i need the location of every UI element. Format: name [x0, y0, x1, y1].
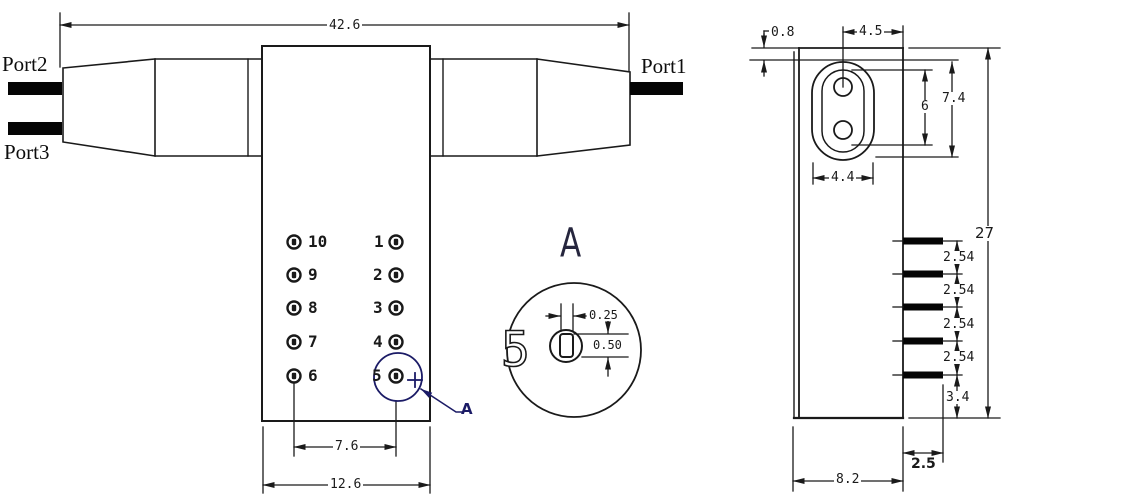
right-boot: [536, 58, 631, 157]
dim-pin-length-label: 2.5: [910, 456, 937, 472]
pin-label-8: 8: [308, 298, 318, 317]
dim-body-width-label: 12.6: [328, 477, 364, 492]
detail-callout-label: A: [461, 400, 473, 418]
front-body-outline: [261, 45, 431, 422]
side-body-outline: [749, 47, 959, 420]
dim-slot-outer-height: [875, 61, 959, 158]
detail-pin-number: 5: [501, 322, 530, 378]
dim-step: [761, 30, 771, 77]
dim-total-height-label: 27: [974, 224, 996, 242]
dim-slot-height-label: 0.50: [592, 338, 623, 352]
section-a-label: A: [560, 220, 582, 267]
pin-label-4: 4: [373, 332, 383, 351]
fiber-cable-port2: [8, 82, 62, 95]
pin-label-2: 2: [373, 265, 383, 284]
pin-column-left: [286, 234, 302, 384]
dim-slot-outer-height-label: 7.4: [940, 91, 968, 106]
front-view: [8, 12, 683, 494]
pin-label-10: 10: [308, 232, 328, 251]
dim-pin-pitch-label-2: 2.54: [941, 283, 977, 298]
fiber-cable-port1: [630, 82, 683, 95]
left-boot: [62, 58, 156, 157]
port2-label: Port2: [2, 52, 48, 76]
pin-column-right: [388, 234, 404, 384]
pin-label-1: 1: [374, 232, 384, 251]
side-view: [749, 25, 1001, 492]
pin-label-6: 6: [308, 366, 318, 385]
detail-pin-slot: [559, 333, 574, 358]
dim-hole-spacing-label: 6: [919, 99, 931, 114]
detail-callout: [373, 352, 463, 413]
detail-a-view: 5: [500, 282, 642, 418]
dim-slot-width: [545, 303, 587, 332]
pin-label-7: 7: [308, 332, 318, 351]
dim-slot-height: [573, 314, 629, 377]
pin-label-9: 9: [308, 265, 318, 284]
dim-slot-to-edge-label: 4.5: [857, 24, 885, 39]
dim-pin-span-label: 7.6: [333, 439, 361, 454]
detail-circle: [506, 282, 642, 418]
dim-pin-length: [902, 384, 944, 463]
dim-bottom-pin-offset-label: 3.4: [944, 390, 972, 405]
port1-label: Port1: [641, 54, 687, 78]
dim-step-label: 0.8: [769, 25, 797, 40]
dim-pin-pitch-label-1: 2.54: [941, 250, 977, 265]
side-pins: [903, 237, 943, 379]
dim-slot-width-label: 0.25: [588, 308, 619, 322]
dim-overall-length-label: 42.6: [327, 18, 363, 33]
port3-label: Port3: [4, 140, 50, 164]
pin-label-5: 5: [372, 366, 382, 385]
dim-pin-pitch-label-4: 2.54: [941, 350, 977, 365]
dim-pin-pitch-label-3: 2.54: [941, 317, 977, 332]
fiber-cable-port3: [8, 122, 62, 135]
pin-label-3: 3: [373, 298, 383, 317]
slot-hole-bottom: [833, 120, 853, 140]
dim-slot-outer-width-label: 4.4: [829, 170, 857, 185]
dim-body-depth-label: 8.2: [834, 472, 862, 487]
